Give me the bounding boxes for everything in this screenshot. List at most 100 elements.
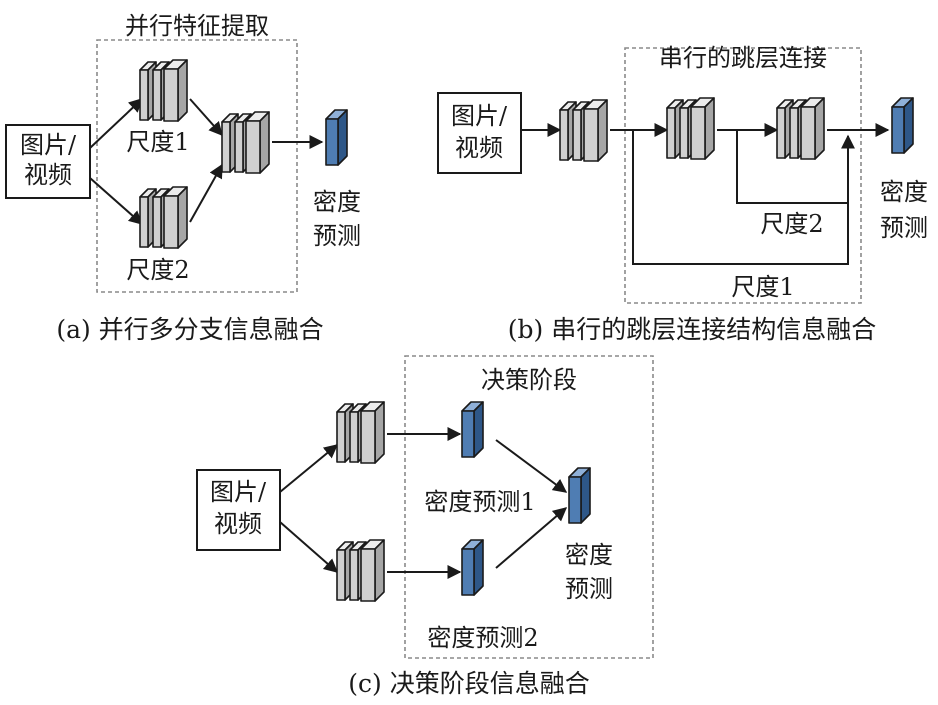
slab-side	[814, 97, 825, 160]
slab-face	[336, 549, 346, 601]
panel-b-output-line1: 密度	[880, 178, 928, 206]
panel-c-output-line1: 密度	[565, 541, 613, 569]
panel-b-input-line2: 视频	[455, 134, 503, 162]
panel-c-density-output	[568, 467, 591, 524]
panel-c-group-frame	[404, 355, 654, 659]
panel-c-arrow-to-branch2	[279, 521, 339, 573]
panel-a-branch1-feature-block	[139, 59, 188, 122]
slab-side	[337, 109, 348, 166]
slab-face	[139, 69, 149, 121]
panel-c-output-line2: 预测	[565, 575, 613, 603]
slab-side	[704, 97, 715, 160]
panel-b-scale1-label: 尺度1	[731, 273, 794, 301]
panel-c-branch2-feature-block	[336, 539, 385, 602]
panel-a-output-line1: 密度	[313, 188, 361, 216]
panel-a-input-box	[5, 124, 91, 199]
slab-face	[690, 106, 706, 160]
panel-a-group-frame	[96, 39, 298, 293]
slab-face	[139, 196, 149, 248]
slab-side	[177, 186, 188, 249]
slab-side	[177, 59, 188, 122]
slab-side	[374, 539, 385, 602]
panel-a-branch2-feature-block	[139, 186, 188, 249]
slab-face	[221, 121, 231, 173]
slab-face	[679, 107, 689, 159]
panel-b-feature-block1	[559, 99, 608, 162]
slab-face	[776, 107, 786, 159]
slab-face	[349, 411, 359, 463]
panel-c-pred1-label: 密度预测1	[424, 488, 535, 516]
panel-b-group-frame	[624, 47, 862, 304]
slab-face	[891, 106, 905, 154]
panel-c-group-label: 决策阶段	[481, 366, 577, 394]
slab-face	[800, 106, 816, 160]
slab-face	[360, 410, 376, 464]
panel-b-input-line1: 图片/	[451, 102, 508, 130]
slab-face	[461, 548, 475, 596]
slab-face	[349, 549, 359, 601]
panel-c-input-line2: 视频	[214, 510, 262, 538]
slab-face	[789, 107, 799, 159]
panel-c-arrow-pred1-to-final	[495, 439, 568, 493]
slab-face	[360, 548, 376, 602]
slab-face	[583, 108, 599, 162]
panel-b-input-box	[437, 92, 522, 174]
panel-b-skip-connection-scale1	[632, 130, 855, 265]
panel-c-density-pred2	[461, 539, 484, 596]
panel-c-density-pred1	[461, 401, 484, 458]
slab-face	[325, 118, 339, 166]
panel-a: 并行特征提取 图片/ 视频 尺度1 尺度2 密度 预测 (a) 并行多分支信息融…	[5, 12, 361, 344]
slab-side	[597, 99, 608, 162]
panel-c-input-line1: 图片/	[210, 478, 267, 506]
panel-c-arrow-to-branch1	[279, 444, 339, 493]
slab-face	[234, 121, 244, 173]
slab-face	[461, 410, 475, 458]
panel-b-scale2-label: 尺度2	[760, 210, 823, 238]
panel-a-input-line2: 视频	[24, 161, 72, 189]
slab-face	[666, 107, 676, 159]
slab-side	[473, 401, 484, 458]
panel-a-output-line2: 预测	[313, 222, 361, 250]
panel-a-group-label: 并行特征提取	[125, 12, 269, 40]
panel-a-scale1-label: 尺度1	[126, 128, 189, 156]
slab-face	[152, 69, 162, 121]
slab-face	[152, 196, 162, 248]
slab-face	[572, 109, 582, 161]
panel-b-caption: (b) 串行的跳层连接结构信息融合	[508, 315, 876, 344]
panel-c-input-box	[196, 469, 281, 551]
slab-face	[163, 195, 179, 249]
panel-c-pred2-label: 密度预测2	[427, 624, 538, 652]
slab-face	[559, 109, 569, 161]
slab-face	[336, 411, 346, 463]
panel-a-caption: (a) 并行多分支信息融合	[56, 315, 323, 344]
slab-side	[374, 401, 385, 464]
slab-side	[580, 467, 591, 524]
panel-b-skip-connection-scale2	[736, 130, 848, 204]
slab-side	[903, 97, 914, 154]
panel-c: 决策阶段 图片/ 视频 密度预测1 密度预测2 密度 预测 (c) 决策阶段信息…	[196, 355, 654, 698]
slab-face	[245, 120, 261, 174]
panel-c-arrow-pred2-to-final	[495, 507, 568, 569]
panel-a-scale2-label: 尺度2	[126, 256, 189, 284]
panel-a-fusion-feature-block	[221, 111, 270, 174]
panel-a-input-line1: 图片/	[20, 131, 77, 159]
panel-b-density-output	[891, 97, 914, 154]
slab-side	[259, 111, 270, 174]
panel-b-feature-block2	[666, 97, 715, 160]
panel-a-arrow-branch1-to-fusion	[189, 98, 223, 137]
panel-a-arrow-to-branch2	[89, 177, 144, 225]
panel-b: 串行的跳层连接 图片/ 视频 尺度2 尺度1 密度 预测 (b) 串行的跳层连接…	[437, 44, 928, 344]
panel-a-density-output	[325, 109, 348, 166]
panel-b-output-line2: 预测	[880, 214, 928, 242]
slab-face	[568, 476, 582, 524]
panel-b-feature-block3	[776, 97, 825, 160]
panel-a-arrow-branch2-to-fusion	[189, 163, 223, 223]
panel-a-arrow-to-branch1	[89, 98, 144, 149]
panel-b-group-label: 串行的跳层连接	[659, 44, 827, 72]
panel-c-caption: (c) 决策阶段信息融合	[348, 669, 589, 698]
slab-side	[473, 539, 484, 596]
panel-c-branch1-feature-block	[336, 401, 385, 464]
slab-face	[163, 68, 179, 122]
